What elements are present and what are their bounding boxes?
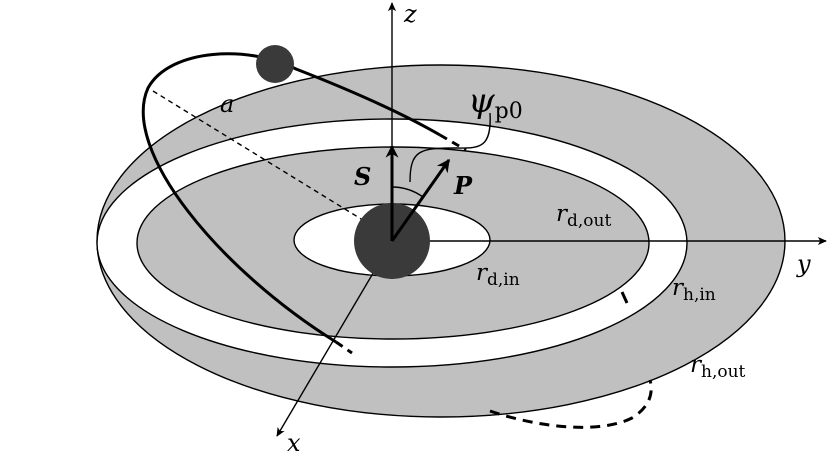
- angular-momentum-vector-arrow: [390, 158, 451, 242]
- halo-thickness-dash-1: [620, 291, 629, 304]
- angle-leader-line: [409, 112, 491, 183]
- z-axis-label: z: [403, 0, 417, 28]
- spin-vector-label: S: [354, 162, 371, 191]
- disk-inner-radius-label: rd,in: [476, 260, 520, 290]
- halo-outer-radius-label: rh,out: [690, 352, 746, 382]
- orbit-path: [141, 52, 441, 344]
- semi-major-axis-line: [152, 90, 393, 239]
- orbit-dashed-end-bottom: [335, 340, 353, 355]
- x-axis-label: x: [287, 429, 301, 457]
- disk-outer-radius-label: rd,out: [556, 201, 611, 231]
- angle-arc: [391, 186, 424, 198]
- halo-inner-radius-label: rh,in: [672, 275, 716, 305]
- y-axis-label: y: [796, 250, 811, 278]
- halo-thickness-dash-2: [489, 379, 653, 429]
- angle-symbol: ψ: [468, 81, 495, 121]
- orbit-dashed-end-top: [439, 133, 467, 152]
- angle-label: ψp0: [468, 81, 523, 124]
- semi-major-axis-label: a: [220, 90, 234, 118]
- angle-subscript: p0: [495, 99, 523, 124]
- angular-momentum-label: P: [453, 171, 473, 200]
- orbiting-body: [256, 45, 294, 83]
